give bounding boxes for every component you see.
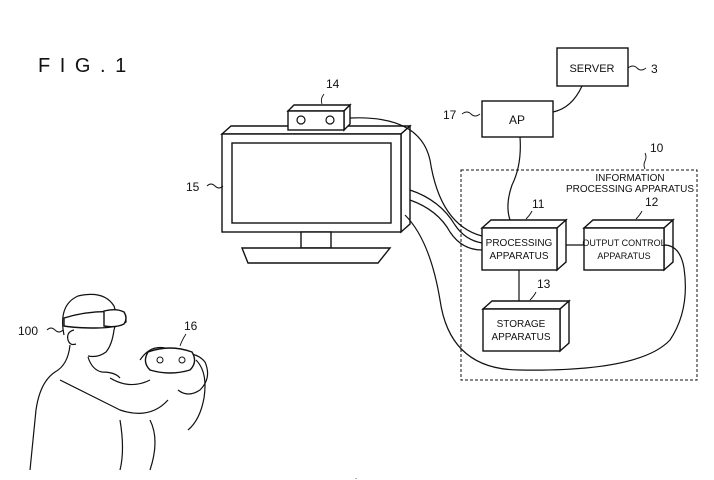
ref-user: 100 [18,324,38,338]
ref-server: 3 [651,62,658,76]
ap-label: AP [509,113,525,127]
display-output-cable [404,214,686,371]
ref-storage: 13 [537,277,551,291]
info-label-line1: INFORMATION [595,173,664,184]
figure-title: F I G . 1 [38,55,128,77]
output-control-apparatus: OUTPUT CONTROL APPARATUS [582,218,675,272]
info-label-line2: PROCESSING APPARATUS [566,184,694,195]
display-processing-cable-2 [409,199,483,251]
information-processing-apparatus [460,169,698,381]
svg-text:.: . [355,472,357,480]
ref-camera: 14 [326,77,340,91]
output-label-line2: APPARATUS [597,251,650,261]
display-device [220,124,412,264]
ref-processing: 11 [532,197,545,211]
ref-controller: 16 [184,319,198,333]
output-label-line1: OUTPUT CONTROL [582,238,665,248]
storage-label-line2: APPARATUS [491,332,550,343]
ref-output: 12 [645,195,659,209]
server-label: SERVER [569,63,614,75]
camera-lens-right [325,115,335,125]
camera-device [286,103,352,132]
processing-label-line1: PROCESSING [486,238,553,249]
storage-label-line1: STORAGE [497,319,546,330]
processing-apparatus: PROCESSING APPARATUS [480,218,568,272]
ref-display: 15 [186,180,200,194]
camera-processing-cable [349,117,483,237]
ref-ap: 17 [443,108,457,122]
game-controller [144,347,196,374]
ap-server-link [552,85,583,113]
head-mounted-display [63,309,127,329]
processing-label-line2: APPARATUS [489,251,548,262]
ap-processing-link [507,136,521,221]
ref-info: 10 [650,141,664,155]
camera-lens-left [296,115,306,125]
ap-box: AP [481,100,554,138]
server-box: SERVER [556,47,629,87]
storage-apparatus: STORAGE APPARATUS [481,299,571,353]
display-processing-cable-1 [409,189,483,244]
